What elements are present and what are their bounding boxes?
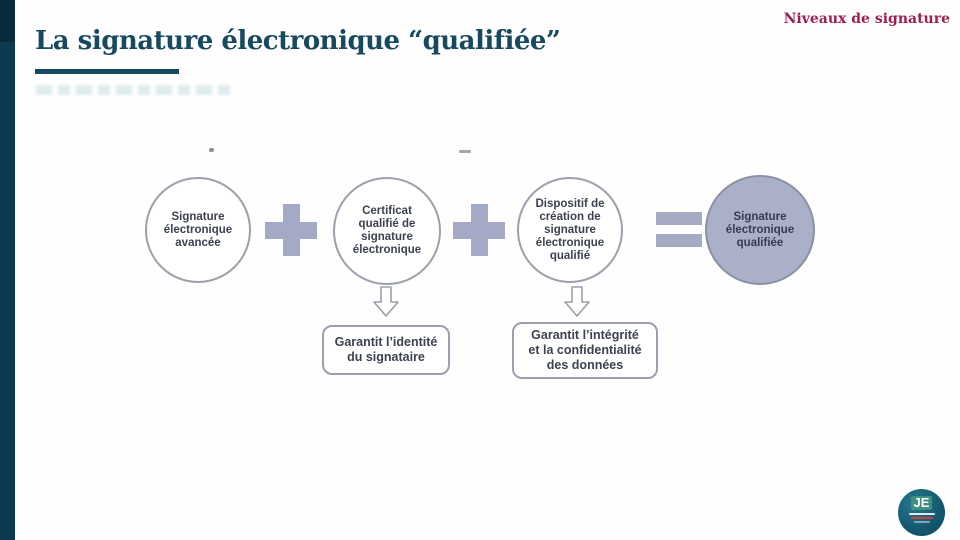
node-label: Dispositif de création de signature élec… bbox=[535, 197, 605, 262]
equals-bar bbox=[656, 212, 702, 225]
logo-text-line bbox=[910, 517, 933, 519]
left-accent-bar bbox=[0, 0, 15, 540]
ghost-text-artifact bbox=[36, 85, 232, 95]
logo-initials: JE bbox=[910, 496, 933, 510]
title-underline bbox=[35, 69, 179, 74]
speck-artifact bbox=[459, 150, 471, 153]
logo-text-line bbox=[913, 521, 930, 523]
equals-icon bbox=[656, 212, 702, 247]
callout-identite-signataire: Garantit l’identité du signataire bbox=[322, 325, 450, 375]
node-certificat-qualifie: Certificat qualifié de signature électro… bbox=[333, 177, 441, 285]
node-label: Signature électronique avancée bbox=[163, 210, 233, 249]
left-accent-bar-cap bbox=[0, 0, 15, 42]
corner-label: Niveaux de signature bbox=[783, 11, 950, 27]
page-title: La signature électronique “qualifiée” bbox=[35, 26, 561, 56]
node-signature-avancee: Signature électronique avancée bbox=[145, 177, 251, 283]
equals-bar bbox=[656, 234, 702, 247]
node-label: Certificat qualifié de signature électro… bbox=[352, 205, 422, 256]
company-logo: JE bbox=[898, 489, 945, 536]
callout-label: Garantit l’intégrité et la confidentiali… bbox=[528, 328, 642, 372]
node-dispositif-creation: Dispositif de création de signature élec… bbox=[517, 177, 623, 283]
down-arrow-icon bbox=[564, 286, 590, 317]
callout-integrite-confidentialite: Garantit l’intégrité et la confidentiali… bbox=[512, 322, 658, 379]
logo-text-line bbox=[908, 513, 935, 515]
node-signature-qualifiee: Signature électronique qualifiée bbox=[705, 175, 815, 285]
speck-artifact bbox=[209, 148, 214, 152]
callout-label: Garantit l’identité du signataire bbox=[334, 335, 438, 364]
plus-icon bbox=[265, 204, 317, 256]
node-label: Signature électronique qualifiée bbox=[725, 210, 795, 249]
plus-icon bbox=[453, 204, 505, 256]
down-arrow-icon bbox=[373, 286, 399, 317]
